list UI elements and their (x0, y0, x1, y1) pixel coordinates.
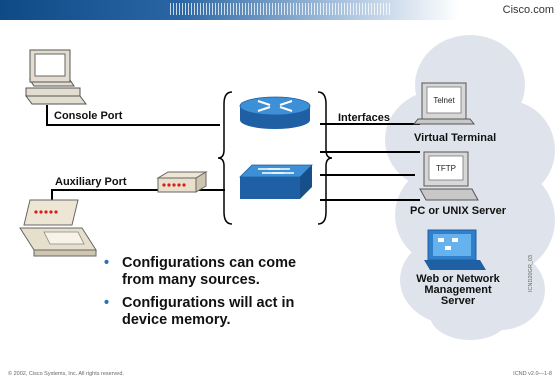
management-server-label: Web or Network Management Server (413, 274, 503, 307)
pc-unix-server-label: PC or UNIX Server (410, 205, 506, 217)
bullet-item: • Configurations can come from many sour… (104, 255, 304, 289)
management-server-label-line1: Web or Network (416, 273, 500, 285)
bullet-dot: • (104, 295, 110, 311)
console-pc-icon (25, 49, 87, 105)
bullet-text: Configurations can come from many source… (122, 255, 297, 288)
tftp-screen-text: TFTP (436, 164, 456, 173)
telnet-screen-text: Telnet (433, 96, 455, 105)
router-icon (239, 96, 311, 129)
interfaces-label: Interfaces (338, 112, 390, 124)
console-port-label: Console Port (54, 110, 123, 122)
management-server-icon (424, 229, 486, 270)
telnet-terminal-icon: Telnet (412, 82, 476, 125)
brand-label: Cisco.com (502, 4, 554, 16)
bullet-text: Configurations will act in device memory… (122, 295, 295, 328)
modem-icon (156, 171, 208, 193)
bullet-list: • Configurations can come from many sour… (104, 255, 304, 335)
course-footer: ICND v2.0—1-8 (513, 371, 552, 377)
header-bar: Cisco.com (0, 0, 560, 20)
management-server-label-line2: Management (424, 284, 492, 296)
bullet-item: • Configurations will act in device memo… (104, 295, 304, 329)
virtual-terminal-label: Virtual Terminal (414, 132, 497, 144)
auxiliary-port-label: Auxiliary Port (55, 176, 127, 188)
laptop-icon (19, 199, 97, 257)
figure-code: ICND20GR_03 (528, 255, 534, 292)
header-stripes (170, 3, 390, 15)
device-brace (217, 91, 333, 225)
switch-icon (239, 164, 313, 199)
management-server-label-line3: Server (440, 295, 476, 307)
bullet-dot: • (104, 255, 110, 271)
tftp-server-icon: TFTP (419, 151, 479, 201)
copyright-footer: © 2002, Cisco Systems, Inc. All rights r… (8, 371, 124, 377)
